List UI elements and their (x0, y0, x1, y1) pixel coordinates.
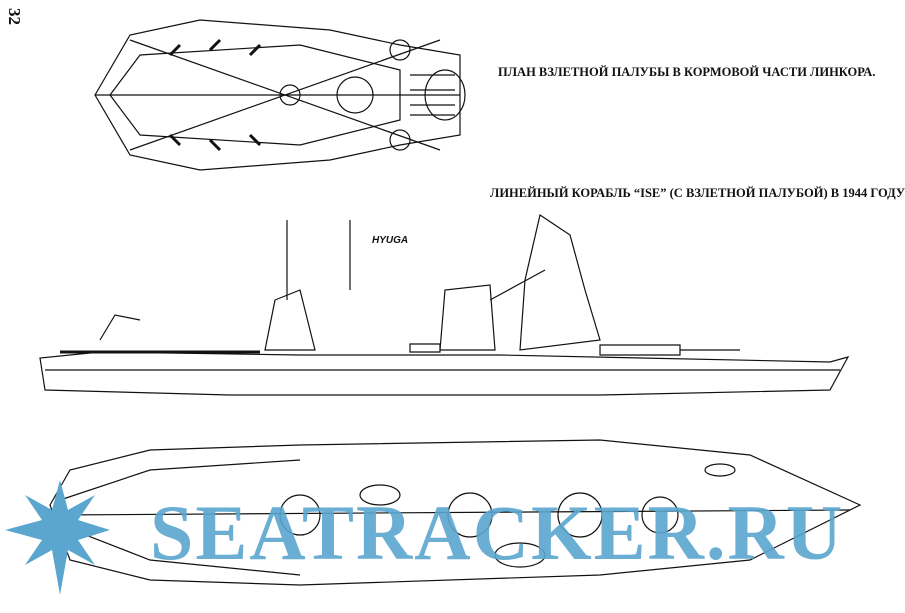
top-view-drawing (49, 439, 862, 586)
watermark-star-icon (5, 480, 110, 595)
deck-plan-drawing (94, 19, 466, 171)
hyuga-label: HYUGA (372, 235, 409, 246)
side-profile-drawing (39, 214, 850, 396)
deck-plan-caption: ПЛАН ВЗЛЕТНОЙ ПАЛУБЫ В КОРМОВОЙ ЧАСТИ ЛИ… (498, 65, 876, 79)
ship-title-caption: ЛИНЕЙНЫЙ КОРАБЛЬ “ISE” (С ВЗЛЕТНОЙ ПАЛУБ… (490, 186, 905, 200)
watermark: SEATRACKER.RU (150, 489, 845, 576)
